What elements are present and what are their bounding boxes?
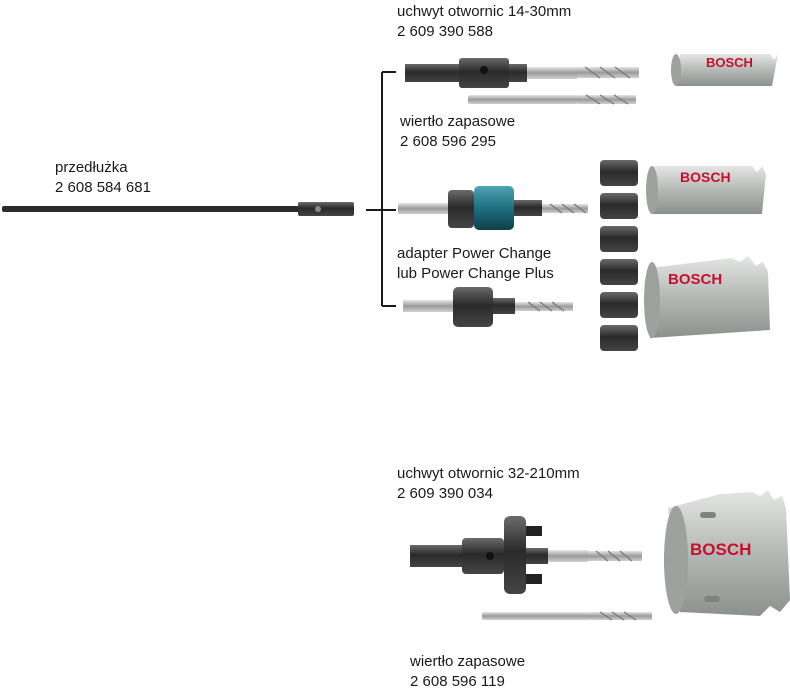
extension-label: przedłużka 2 608 584 681 xyxy=(55,158,151,198)
adapter-line1: adapter Power Change xyxy=(397,245,552,262)
holder-large-label: uchwyt otwornic 32-210mm 2 609 390 034 xyxy=(397,464,580,504)
drill-spare-bottom-name: wiertło zapasowe xyxy=(410,653,526,670)
holesaw-xlarge: BOSCH xyxy=(664,490,790,616)
extension-name: przedłużka xyxy=(55,159,128,176)
spare-drill-top xyxy=(468,94,636,105)
brand-text: BOSCH xyxy=(706,55,753,70)
holder-large-name: uchwyt otwornic 32-210mm xyxy=(397,465,580,482)
connector-bracket xyxy=(366,71,396,307)
spare-drill-bottom xyxy=(482,611,652,621)
holder-small-name: uchwyt otwornic 14-30mm xyxy=(397,3,572,20)
drill-spare-bottom-label: wiertło zapasowe 2 608 596 119 xyxy=(410,652,525,692)
holesaw-large: BOSCH xyxy=(644,256,770,338)
arbor-holder-small xyxy=(405,58,639,88)
drill-spare-top-code: 2 608 596 295 xyxy=(400,133,496,150)
power-change-adapter xyxy=(398,186,588,230)
adapter-line2: lub Power Change Plus xyxy=(397,265,554,282)
brand-text: BOSCH xyxy=(690,540,751,559)
holesaw-small: BOSCH xyxy=(671,54,778,86)
brand-text: BOSCH xyxy=(680,169,731,185)
drill-spare-bottom-code: 2 608 596 119 xyxy=(410,673,505,690)
extension-rod xyxy=(2,202,354,216)
holder-large-code: 2 609 390 034 xyxy=(397,485,493,502)
drill-spare-top-name: wiertło zapasowe xyxy=(400,113,516,130)
brand-text: BOSCH xyxy=(668,271,722,288)
extension-code: 2 608 584 681 xyxy=(55,179,151,196)
holesaw-medium: BOSCH xyxy=(646,166,766,214)
holder-small-label: uchwyt otwornic 14-30mm 2 609 390 588 xyxy=(397,2,571,42)
power-change-plus-adapter xyxy=(403,287,573,327)
arbor-holder-large xyxy=(410,516,642,594)
holder-small-code: 2 609 390 588 xyxy=(397,23,493,40)
adapter-label: adapter Power Change lub Power Change Pl… xyxy=(397,244,554,284)
adapter-sleeves xyxy=(600,160,638,351)
drill-spare-top-label: wiertło zapasowe 2 608 596 295 xyxy=(400,112,515,152)
